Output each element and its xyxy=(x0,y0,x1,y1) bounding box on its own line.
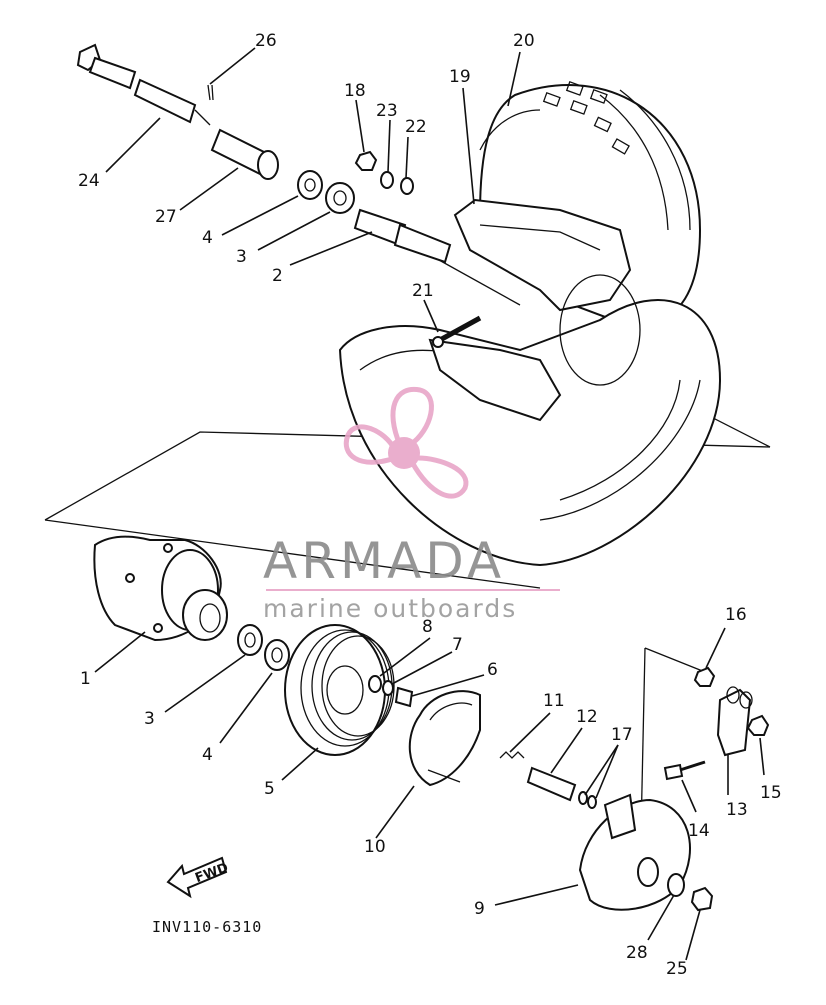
brake-shoe-plate xyxy=(578,793,691,911)
washer-22 xyxy=(400,177,414,195)
label-part-15: 15 xyxy=(760,783,782,803)
label-part-3-lower: 3 xyxy=(144,709,155,729)
lever-bolt xyxy=(663,760,706,781)
label-part-23: 23 xyxy=(376,101,398,121)
lock-washer xyxy=(382,680,394,696)
brake-shoes xyxy=(408,690,481,787)
bearing-lower-3 xyxy=(237,624,263,656)
label-part-20: 20 xyxy=(513,31,535,51)
watermark-title: ARMADA xyxy=(263,532,505,590)
watermark: ARMADA marine outboards xyxy=(263,386,560,623)
bearing-lower-4 xyxy=(264,639,290,671)
label-part-8: 8 xyxy=(422,617,433,637)
hub xyxy=(93,535,228,642)
label-part-18: 18 xyxy=(344,81,366,101)
label-part-4-top: 4 xyxy=(202,228,213,248)
hex-nut-15 xyxy=(746,714,770,736)
tire-tread-blocks xyxy=(542,81,630,155)
propeller-hub-dot xyxy=(388,437,420,469)
label-part-24: 24 xyxy=(78,171,100,191)
tire xyxy=(478,81,702,332)
drum-bolt xyxy=(394,686,414,708)
washer-23 xyxy=(380,171,394,189)
hex-nut-16 xyxy=(693,666,716,687)
label-part-21: 21 xyxy=(412,281,434,301)
spring xyxy=(499,751,525,759)
label-part-17: 17 xyxy=(611,725,633,745)
label-part-7: 7 xyxy=(452,635,463,655)
rim-inner-half xyxy=(338,274,722,567)
part-labels: 1 2 3 3 4 4 5 6 7 8 9 10 11 12 13 14 15 … xyxy=(78,31,782,979)
axle-spacer xyxy=(210,128,279,180)
fwd-arrow: FWD xyxy=(166,856,231,899)
label-part-27: 27 xyxy=(155,207,177,227)
label-part-5: 5 xyxy=(264,779,275,799)
leader-lines xyxy=(94,47,765,961)
valve xyxy=(432,315,482,348)
washer-28 xyxy=(667,873,685,897)
bearing-top-3 xyxy=(325,182,355,214)
watermark-subtitle: marine outboards xyxy=(263,594,517,623)
hex-nut-25 xyxy=(690,886,714,912)
plain-washer xyxy=(368,675,382,693)
label-part-22: 22 xyxy=(405,117,427,137)
cotter-pin xyxy=(207,84,214,101)
label-part-14: 14 xyxy=(688,821,710,841)
rim-outer-half xyxy=(453,198,632,312)
label-part-1: 1 xyxy=(80,669,91,689)
label-part-26: 26 xyxy=(255,31,277,51)
axle-bolt xyxy=(76,43,211,126)
propeller-logo-icon xyxy=(343,386,469,499)
label-part-25: 25 xyxy=(666,959,688,979)
label-part-11: 11 xyxy=(543,691,565,711)
collar xyxy=(353,208,452,264)
diagram-code: INV110-6310 xyxy=(152,918,262,936)
label-part-4-lower: 4 xyxy=(202,745,213,765)
bearing-top-4 xyxy=(297,170,323,200)
o-rings xyxy=(578,791,597,809)
label-part-3-top: 3 xyxy=(236,247,247,267)
label-part-12: 12 xyxy=(576,707,598,727)
label-part-13: 13 xyxy=(726,800,748,820)
camshaft-lever xyxy=(716,686,753,757)
label-part-19: 19 xyxy=(449,67,471,87)
label-part-2: 2 xyxy=(272,266,283,286)
label-part-6: 6 xyxy=(487,660,498,680)
label-part-16: 16 xyxy=(725,605,747,625)
brake-drum xyxy=(284,624,395,756)
label-part-10: 10 xyxy=(364,837,386,857)
label-part-9: 9 xyxy=(474,899,485,919)
label-part-28: 28 xyxy=(626,943,648,963)
hex-nut-top xyxy=(354,150,378,171)
camshaft xyxy=(526,766,577,802)
